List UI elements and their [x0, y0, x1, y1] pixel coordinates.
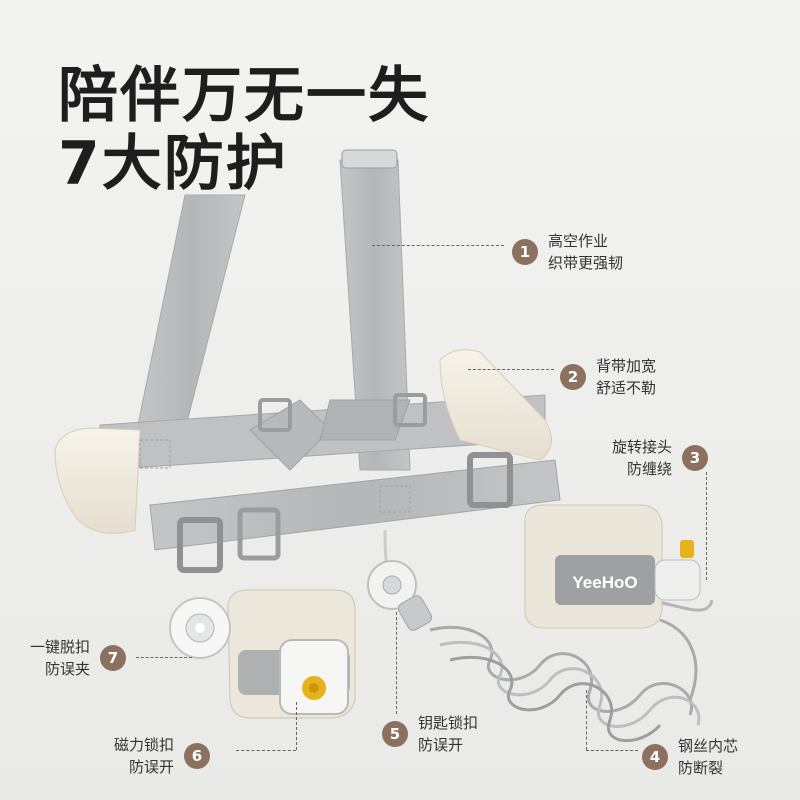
feature-3: 旋转接头 防缠绕 3	[612, 436, 709, 480]
leader-line-2	[468, 369, 554, 370]
leader-line-6	[236, 750, 296, 751]
leader-line-5	[396, 612, 397, 714]
feature-6-text: 磁力锁扣 防误开	[114, 734, 174, 778]
quick-release-clip	[169, 597, 231, 659]
feature-6-line1: 磁力锁扣	[114, 736, 175, 754]
feature-7-line2: 防误夹	[45, 660, 91, 678]
feature-2: 2 背带加宽 舒适不勒	[560, 355, 656, 399]
child-wrist-cuff	[227, 589, 356, 719]
feature-5-line2: 防误开	[418, 736, 464, 754]
left-slider	[177, 517, 223, 573]
leader-line-4	[586, 690, 587, 750]
feature-7-text: 一键脱扣 防误夹	[30, 636, 90, 680]
feature-1-text: 高空作业 织带更强韧	[548, 230, 623, 274]
center-slider	[237, 507, 281, 561]
right-slider	[467, 452, 513, 508]
feature-4: 4 钢丝内芯 防断裂	[642, 735, 738, 779]
feature-2-line2: 舒适不勒	[596, 379, 657, 397]
feature-4-badge: 4	[642, 744, 668, 770]
leader-line-3	[706, 472, 707, 580]
leader-line-1	[372, 245, 504, 246]
waist-belt	[149, 459, 561, 551]
right-pad	[439, 349, 552, 461]
feature-6-line2: 防误开	[129, 758, 175, 776]
feature-5: 5 钥匙锁扣 防误开	[382, 712, 478, 756]
feature-3-text: 旋转接头 防缠绕	[612, 436, 672, 480]
left-pad	[54, 427, 141, 534]
feature-7-line1: 一键脱扣	[30, 638, 91, 656]
headline-line-2: 7大防护	[58, 129, 288, 199]
leader-line-4b	[586, 750, 638, 751]
swivel-yellow-key	[680, 540, 694, 558]
leader-line-6b	[296, 702, 297, 750]
feature-7: 一键脱扣 防误夹 7	[30, 636, 127, 680]
feature-6: 磁力锁扣 防误开 6	[114, 734, 211, 778]
key-lock	[367, 560, 433, 631]
feature-4-line1: 钢丝内芯	[678, 737, 739, 755]
feature-2-badge: 2	[560, 364, 586, 390]
feature-6-badge: 6	[184, 743, 211, 769]
harness	[54, 149, 561, 576]
brand-label: YeeHoO	[572, 573, 637, 592]
leader-line-7	[136, 657, 192, 658]
adult-wrist-cuff: YeeHoO	[524, 504, 701, 629]
feature-7-badge: 7	[100, 645, 127, 671]
feature-3-badge: 3	[682, 445, 709, 471]
feature-5-badge: 5	[382, 721, 408, 747]
feature-1: 1 高空作业 织带更强韧	[512, 230, 623, 274]
feature-3-line1: 旋转接头	[612, 438, 673, 456]
feature-5-text: 钥匙锁扣 防误开	[418, 712, 478, 756]
feature-1-badge: 1	[512, 239, 538, 265]
feature-2-line1: 背带加宽	[596, 357, 657, 375]
top-buckle	[341, 149, 398, 169]
feature-2-text: 背带加宽 舒适不勒	[596, 355, 656, 399]
headline-line-1: 陪伴万无一失	[58, 61, 430, 131]
feature-3-line2: 防缠绕	[627, 460, 673, 478]
feature-5-line1: 钥匙锁扣	[418, 714, 479, 732]
feature-1-line2: 织带更强韧	[548, 254, 624, 272]
feature-1-line1: 高空作业	[548, 232, 609, 250]
feature-4-line2: 防断裂	[678, 759, 724, 777]
feature-4-text: 钢丝内芯 防断裂	[678, 735, 738, 779]
